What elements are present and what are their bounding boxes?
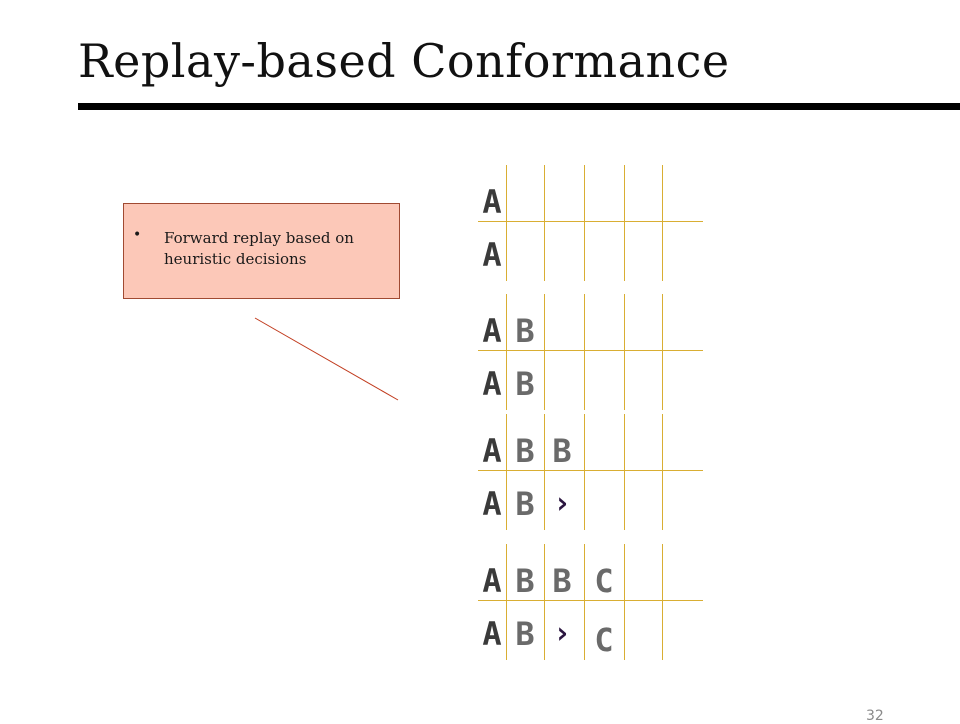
- grid-line-vertical: [506, 414, 507, 530]
- connector-line: [254, 317, 399, 401]
- bullet-marker: •: [133, 227, 142, 243]
- callout-text: Forward replay based on heuristic decisi…: [164, 229, 354, 268]
- grid-line-vertical: [506, 294, 507, 410]
- log-trace-cell: B: [552, 432, 572, 470]
- callout-box: • Forward replay based on heuristic deci…: [123, 203, 400, 299]
- grid-line-vertical: [662, 544, 663, 660]
- grid-line-vertical: [584, 294, 585, 410]
- log-trace-cell: B: [515, 432, 535, 470]
- grid-line-vertical: [544, 414, 545, 530]
- log-trace-cell: B: [515, 312, 535, 350]
- model-trace-cell: A: [482, 365, 502, 403]
- grid-line-vertical: [624, 294, 625, 410]
- grid-line-vertical: [584, 544, 585, 660]
- model-move-marker: ›: [552, 616, 572, 651]
- model-trace-cell: C: [594, 621, 614, 659]
- grid-line-vertical: [624, 544, 625, 660]
- grid-line-vertical: [506, 544, 507, 660]
- grid-line-horizontal: [478, 221, 703, 222]
- grid-line-vertical: [544, 294, 545, 410]
- page-number: 32: [866, 708, 884, 724]
- grid-line-vertical: [662, 414, 663, 530]
- grid-line-vertical: [662, 165, 663, 281]
- title-rule: [78, 103, 960, 110]
- log-trace-cell: A: [482, 183, 502, 221]
- grid-line-vertical: [584, 414, 585, 530]
- model-trace-cell: B: [515, 485, 535, 523]
- grid-line-horizontal: [478, 350, 703, 351]
- model-trace-cell: A: [482, 236, 502, 274]
- log-trace-cell: A: [482, 312, 502, 350]
- log-trace-cell: B: [552, 562, 572, 600]
- grid-line-vertical: [624, 165, 625, 281]
- model-trace-cell: A: [482, 485, 502, 523]
- grid-line-horizontal: [478, 470, 703, 471]
- model-trace-cell: B: [515, 615, 535, 653]
- log-trace-cell: B: [515, 562, 535, 600]
- grid-line-vertical: [584, 165, 585, 281]
- model-trace-cell: B: [515, 365, 535, 403]
- slide-title: Replay-based Conformance: [78, 34, 730, 88]
- grid-line-vertical: [544, 165, 545, 281]
- grid-line-vertical: [662, 294, 663, 410]
- model-move-marker: ›: [552, 486, 572, 521]
- grid-line-vertical: [624, 414, 625, 530]
- grid-line-horizontal: [478, 600, 703, 601]
- log-trace-cell: A: [482, 562, 502, 600]
- grid-line-vertical: [544, 544, 545, 660]
- grid-line-vertical: [506, 165, 507, 281]
- model-trace-cell: A: [482, 615, 502, 653]
- log-trace-cell: C: [594, 562, 614, 600]
- log-trace-cell: A: [482, 432, 502, 470]
